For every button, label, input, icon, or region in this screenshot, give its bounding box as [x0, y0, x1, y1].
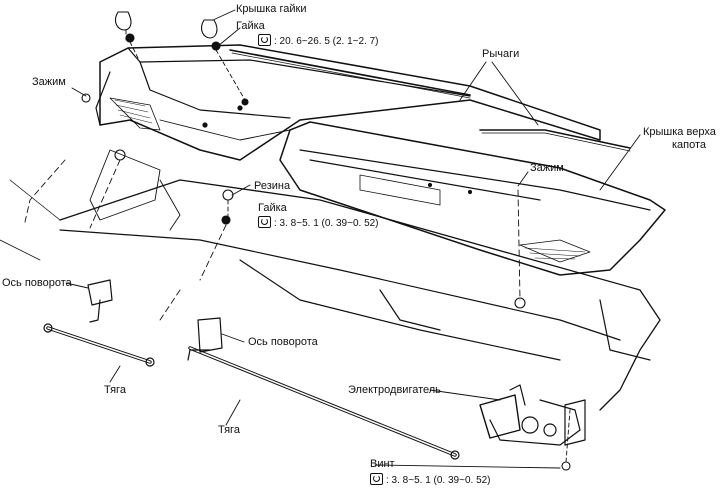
pivot-brackets	[87, 279, 223, 361]
wiper-arms	[229, 49, 631, 152]
nut-cap-right-drawing	[201, 19, 218, 39]
torque-spec-bolt-value: : 3. 8~5. 1 (0. 39~0. 52)	[386, 475, 491, 486]
torque-spec-top: : 20. 6~26. 5 (2. 1~2. 7)	[258, 34, 379, 48]
nut-cap-left-drawing	[115, 11, 132, 31]
torque-wrench-icon	[370, 473, 383, 485]
torque-spec-mid-value: : 3. 8~5. 1 (0. 39~0. 52)	[274, 218, 379, 229]
cowl-top-cover-lower	[279, 121, 666, 276]
label-clip-left: Зажим	[32, 76, 66, 88]
cowl-top-cover-upper	[95, 44, 601, 161]
label-motor: Электродвигатель	[348, 384, 441, 396]
leader-lines	[24, 9, 641, 469]
wiper-linkage	[43, 323, 460, 460]
label-nut-mid: Гайка	[258, 202, 287, 214]
label-nut-top: Гайка	[236, 20, 265, 32]
torque-wrench-icon	[258, 216, 271, 228]
body-frame	[0, 149, 661, 411]
label-arms: Рычаги	[482, 48, 520, 60]
torque-spec-top-value: : 20. 6~26. 5 (2. 1~2. 7)	[274, 36, 379, 47]
wiper-motor-drawing	[479, 384, 586, 446]
label-cowl-cover-line2: капота	[672, 139, 707, 151]
label-cowl-cover-line1: Крышка верха	[643, 126, 716, 138]
label-clip-right: Зажим	[530, 162, 564, 174]
label-nut-cap: Крышка гайки	[236, 3, 307, 15]
label-pivot-left: Ось поворота	[2, 277, 72, 289]
torque-spec-mid: : 3. 8~5. 1 (0. 39~0. 52)	[258, 216, 379, 230]
label-pivot-right: Ось поворота	[248, 336, 318, 348]
fasteners	[81, 11, 571, 471]
torque-wrench-icon	[258, 34, 271, 46]
label-link-left: Тяга	[104, 384, 126, 396]
label-bolt: Винт	[370, 458, 395, 470]
label-rubber: Резина	[254, 180, 291, 192]
label-link-right: Тяга	[218, 424, 240, 436]
torque-spec-bolt: : 3. 8~5. 1 (0. 39~0. 52)	[370, 473, 491, 487]
